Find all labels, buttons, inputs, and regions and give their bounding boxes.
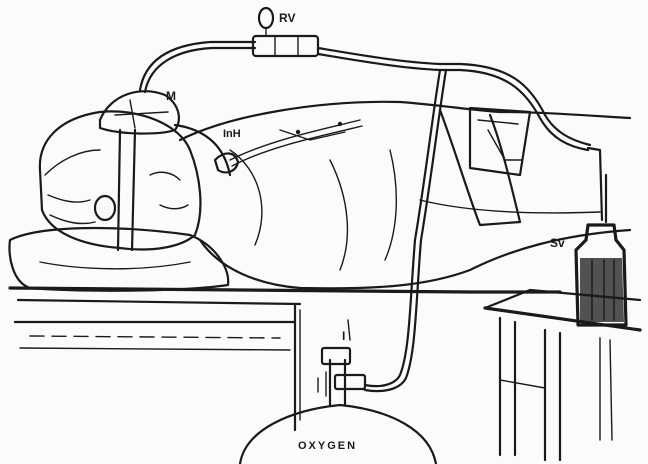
label-rv: RV	[279, 11, 295, 25]
bed	[10, 288, 560, 430]
label-m: M	[166, 89, 176, 103]
face-mask	[100, 91, 230, 250]
sv-bottle	[576, 148, 626, 325]
label-sv: Sv	[550, 236, 565, 250]
label-inh: InH	[223, 128, 241, 140]
patient-body	[180, 102, 630, 289]
tubing	[140, 42, 590, 391]
label-oxygen: OXYGEN	[298, 440, 357, 452]
label-i: I	[342, 329, 345, 343]
